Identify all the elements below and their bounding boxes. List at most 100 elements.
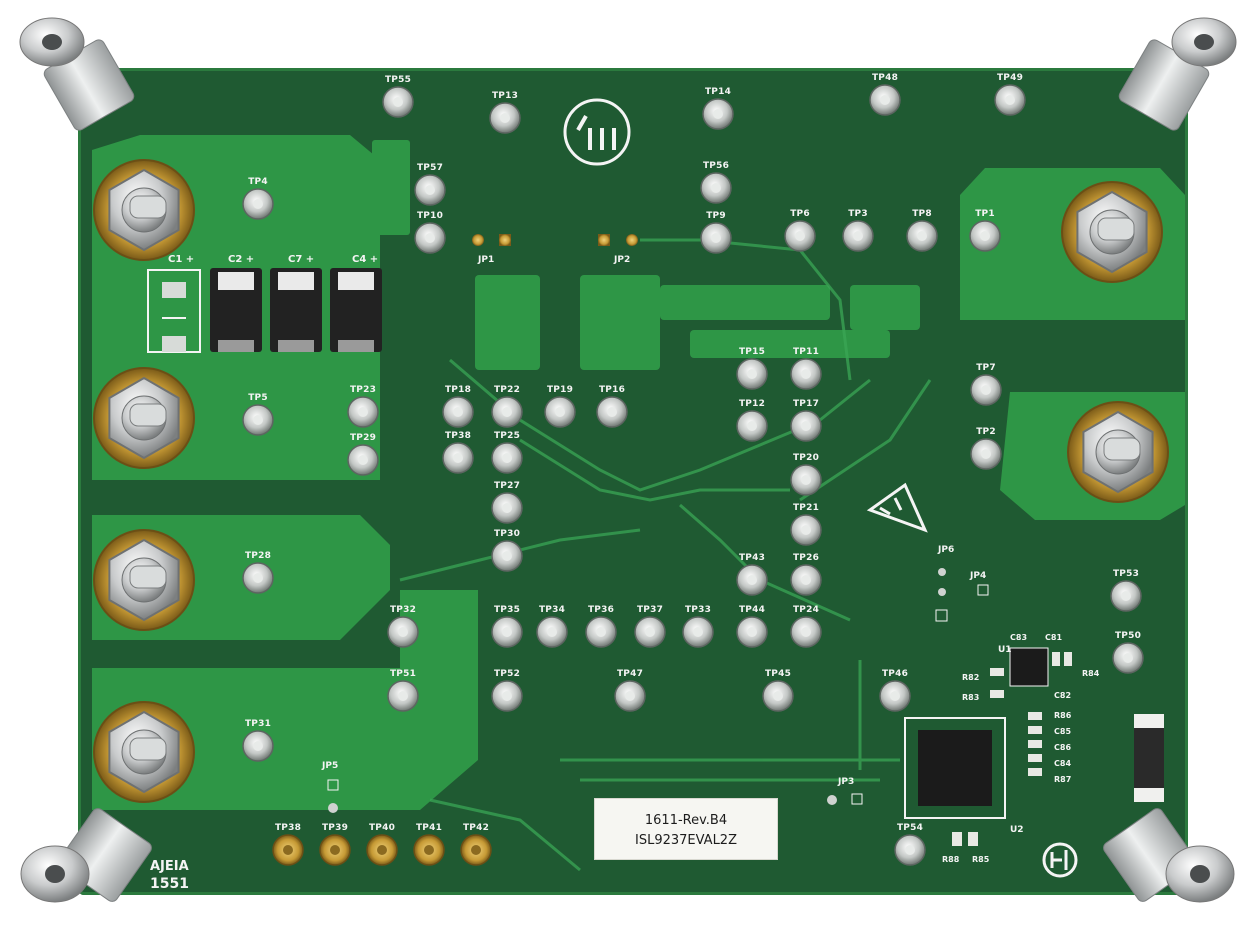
test-point: TP12 — [736, 399, 768, 442]
test-point: TP3 — [842, 209, 874, 252]
test-point: TP54 — [894, 823, 926, 866]
power-terminal — [93, 367, 195, 469]
test-point: TP57 — [414, 163, 446, 206]
test-point-label: TP39 — [322, 823, 348, 833]
pour-strip — [372, 140, 410, 235]
pour-center-a — [475, 275, 540, 370]
test-point: TP8 — [906, 209, 938, 252]
test-point-label: TP46 — [882, 669, 908, 679]
intersil-logo — [563, 98, 631, 166]
test-point-label: TP14 — [705, 87, 731, 97]
test-point-label: TP35 — [494, 605, 520, 615]
test-point: TP38 — [272, 823, 304, 866]
test-point: TP50 — [1112, 631, 1144, 674]
test-point-label: TP49 — [997, 73, 1023, 83]
test-point: TP40 — [366, 823, 398, 866]
test-point-label: TP15 — [739, 347, 765, 357]
silk-c82: C82 — [1054, 691, 1071, 700]
svg-text:U1: U1 — [998, 645, 1012, 655]
test-point: TP45 — [762, 669, 794, 712]
power-terminal — [93, 701, 195, 803]
test-point: TP23 — [347, 385, 379, 428]
test-point-label: TP16 — [599, 385, 625, 395]
test-point: TP38 — [442, 431, 474, 474]
test-point-label: TP2 — [976, 427, 996, 437]
silk-c4: C4 + — [352, 254, 378, 265]
capacitor-c4 — [330, 268, 382, 352]
svg-text:JP2: JP2 — [613, 255, 630, 265]
test-point-label: TP52 — [494, 669, 520, 679]
test-point: TP52 — [491, 669, 523, 712]
test-point: TP20 — [790, 453, 822, 496]
test-point: TP43 — [736, 553, 768, 596]
capacitor-c7 — [270, 268, 322, 352]
test-point: TP46 — [879, 669, 911, 712]
test-point: TP5 — [242, 393, 274, 436]
test-point: TP39 — [319, 823, 351, 866]
test-point-label: TP36 — [588, 605, 614, 615]
test-point-label: TP23 — [350, 385, 376, 395]
capacitor-c2 — [210, 268, 262, 352]
test-point: TP18 — [442, 385, 474, 428]
ic-u2: U2 — [904, 717, 1024, 835]
test-point: TP56 — [700, 161, 732, 204]
test-point-label: TP26 — [793, 553, 819, 563]
test-point-label: TP9 — [706, 211, 726, 221]
jumper-jp3: JP3 — [827, 777, 863, 805]
standoff-bottom-left — [20, 808, 152, 903]
test-point-label: TP1 — [975, 209, 995, 219]
test-point: TP41 — [413, 823, 445, 866]
test-point-label: TP51 — [390, 669, 416, 679]
test-point-label: TP10 — [417, 211, 443, 221]
test-point-label: TP4 — [248, 177, 268, 187]
test-point-label: TP20 — [793, 453, 819, 463]
test-point-label: TP50 — [1115, 631, 1141, 641]
silk-c81: C81 — [1045, 633, 1062, 642]
test-point: TP2 — [970, 427, 1002, 470]
test-point-label: TP55 — [385, 75, 411, 85]
test-point: TP35 — [491, 605, 523, 648]
test-point-label: TP25 — [494, 431, 520, 441]
svg-text:JP4: JP4 — [969, 571, 986, 581]
corner-code-2: 1551 — [150, 876, 189, 892]
test-point-label: TP56 — [703, 161, 729, 171]
test-point-label: TP44 — [739, 605, 765, 615]
test-point-label: TP11 — [793, 347, 819, 357]
test-point: TP53 — [1110, 569, 1142, 612]
test-point: TP14 — [702, 87, 734, 130]
test-point: TP19 — [544, 385, 576, 428]
test-point: TP9 — [700, 211, 732, 254]
test-point: TP21 — [790, 503, 822, 546]
test-point: TP1 — [969, 209, 1001, 252]
test-point: TP29 — [347, 433, 379, 476]
test-point: TP32 — [387, 605, 419, 648]
test-point-label: TP31 — [245, 719, 271, 729]
test-point: TP31 — [242, 719, 274, 762]
svg-text:JP5: JP5 — [321, 761, 338, 771]
test-point: TP11 — [790, 347, 822, 390]
test-point: TP55 — [382, 75, 414, 118]
svg-text:JP1: JP1 — [477, 255, 494, 265]
test-point-label: TP3 — [848, 209, 868, 219]
rohs-mark — [1042, 842, 1078, 878]
power-terminal — [1067, 401, 1169, 503]
jumper-jp6: JP6 — [935, 545, 954, 622]
test-point-label: TP17 — [793, 399, 819, 409]
test-point: TP47 — [614, 669, 646, 712]
product-label: 1611-Rev.B4 ISL9237EVAL2Z — [594, 798, 778, 860]
test-point-label: TP28 — [245, 551, 271, 561]
pour-center-e — [850, 285, 920, 330]
test-point: TP22 — [491, 385, 523, 428]
test-point: TP42 — [460, 823, 492, 866]
test-point: TP6 — [784, 209, 816, 252]
test-point: TP7 — [970, 363, 1002, 406]
power-terminal — [93, 529, 195, 631]
test-point: TP24 — [790, 605, 822, 648]
test-point: TP10 — [414, 211, 446, 254]
test-point: TP36 — [585, 605, 617, 648]
test-point-label: TP57 — [417, 163, 443, 173]
silk-c1: C1 + — [168, 254, 194, 265]
standoff-top-right — [1118, 17, 1237, 131]
